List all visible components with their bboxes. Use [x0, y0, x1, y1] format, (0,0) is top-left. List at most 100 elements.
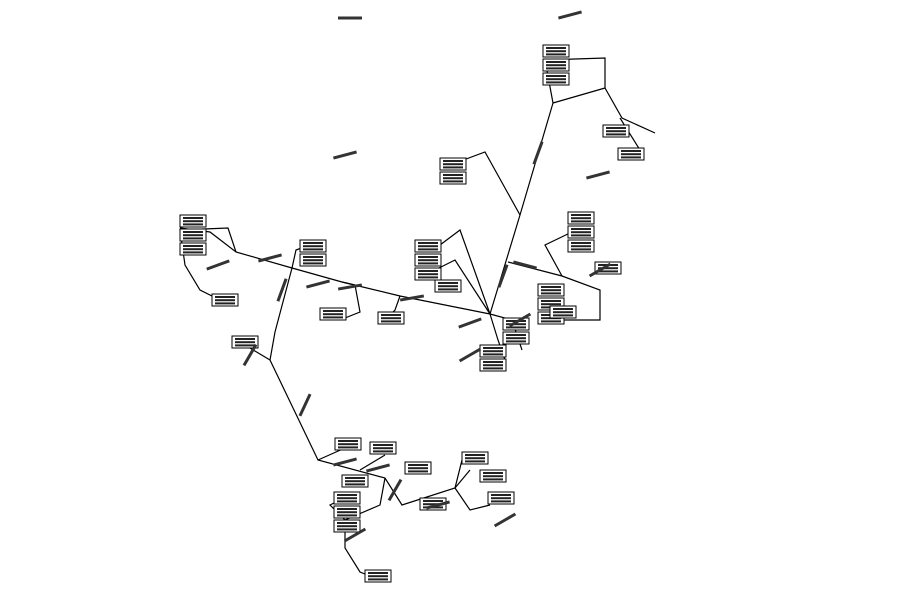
route-label-mark [206, 259, 230, 271]
route-label-mark [586, 170, 610, 180]
route-label-mark [258, 253, 282, 263]
block-text-line [408, 470, 428, 473]
block-text-line [483, 367, 503, 370]
block-text-line [571, 228, 591, 230]
route-label-mark [343, 527, 367, 543]
block-text-line [418, 270, 438, 272]
route-label-mark [426, 500, 450, 510]
block-text-line [438, 282, 458, 284]
route-label-mark [458, 317, 482, 329]
block-text-line [418, 256, 438, 258]
route-label-mark [493, 512, 517, 528]
block-text-line [546, 81, 566, 84]
block-text-line [541, 303, 561, 306]
block-text-line [443, 180, 463, 183]
route-label-mark [588, 262, 612, 278]
block-text-line [546, 67, 566, 70]
block-text-line [337, 508, 357, 510]
pipe-route [454, 487, 491, 511]
block-text-line [373, 450, 393, 453]
block-text-line [506, 323, 526, 326]
block-text-line [323, 316, 343, 319]
block-text-line [491, 497, 511, 500]
block-text-line [465, 460, 485, 463]
route-label-mark [558, 10, 582, 20]
route-label-mark [276, 278, 288, 302]
block-text-line [303, 242, 323, 244]
block-text-line [418, 276, 438, 279]
block-text-line [553, 311, 573, 314]
block-text-line [483, 475, 503, 478]
block-text-line [235, 338, 255, 340]
block-text-line [183, 234, 203, 237]
block-text-line [418, 273, 438, 276]
block-text-line [418, 248, 438, 251]
block-text-line [546, 61, 566, 63]
block-text-line [303, 262, 323, 265]
block-text-line [337, 522, 357, 524]
block-text-line [621, 150, 641, 152]
block-text-line [418, 262, 438, 265]
block-text-line [483, 478, 503, 481]
block-text-line [443, 160, 463, 162]
block-text-line [381, 317, 401, 320]
block-text-line [606, 130, 626, 133]
block-text-line [546, 50, 566, 53]
route-label-mark [387, 478, 403, 502]
block-text-line [571, 217, 591, 220]
block-text-line [215, 299, 235, 302]
block-text-line [438, 288, 458, 291]
pipe-route [560, 275, 601, 321]
block-text-line [215, 302, 235, 305]
block-text-line [553, 314, 573, 317]
block-text-line [546, 53, 566, 56]
block-text-line [323, 313, 343, 316]
block-text-line [338, 443, 358, 446]
block-text-line [381, 314, 401, 316]
block-text-line [183, 237, 203, 240]
block-text-line [571, 220, 591, 223]
block-text-line [598, 270, 618, 273]
route-labels [206, 10, 612, 543]
block-text-line [571, 231, 591, 234]
block-text-line [338, 440, 358, 442]
block-text-line [183, 220, 203, 223]
block-text-line [443, 163, 463, 166]
block-text-line [571, 242, 591, 244]
block-text-line [443, 166, 463, 169]
block-text-line [381, 320, 401, 323]
block-text-line [546, 75, 566, 77]
route-label-mark [366, 463, 390, 473]
route-label-mark [338, 16, 362, 20]
block-text-line [418, 259, 438, 262]
route-label-mark [306, 279, 330, 289]
block-text-line [418, 242, 438, 244]
block-text-line [483, 472, 503, 474]
pipe-route [439, 229, 491, 315]
block-text-line [483, 347, 503, 349]
block-text-line [621, 156, 641, 159]
route-label-mark [333, 457, 357, 467]
block-text-line [337, 528, 357, 531]
block-text-line [541, 286, 561, 288]
block-text-line [373, 444, 393, 446]
block-text-line [606, 133, 626, 136]
block-text-line [606, 127, 626, 129]
block-text-line [598, 267, 618, 270]
block-text-line [541, 300, 561, 302]
block-text-line [183, 251, 203, 254]
route-label-mark [508, 312, 532, 328]
block-text-line [408, 464, 428, 466]
block-text-line [183, 217, 203, 219]
block-text-line [183, 223, 203, 226]
block-text-line [541, 292, 561, 295]
block-text-line [465, 454, 485, 456]
block-text-line [506, 340, 526, 343]
block-text-line [183, 245, 203, 247]
block-text-line [546, 47, 566, 49]
block-text-line [183, 231, 203, 233]
block-text-line [483, 364, 503, 367]
block-text-line [338, 446, 358, 449]
block-text-line [303, 259, 323, 262]
